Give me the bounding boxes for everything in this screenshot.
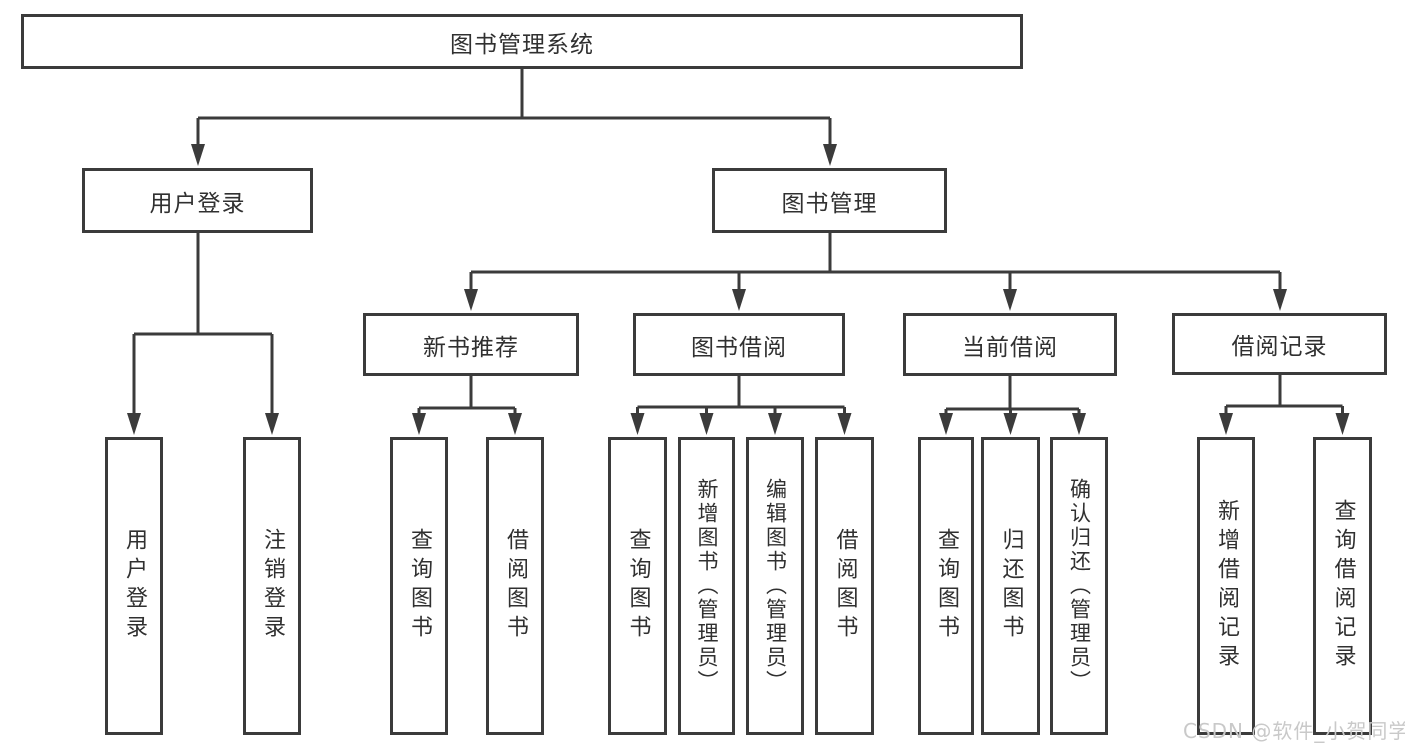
node-label: 当前借阅: [962, 334, 1058, 361]
node-book-management: 图书管理: [712, 168, 947, 233]
node-leaf-query-books-borrowing: 查询图书: [608, 437, 667, 735]
node-label: 借阅记录: [1231, 334, 1328, 360]
node-leaf-return-books: 归还图书: [981, 437, 1040, 735]
arrow-down-icon: [127, 413, 141, 435]
node-leaf-query-books-current: 查询图书: [918, 437, 974, 735]
node-label: 归还图书: [998, 528, 1024, 644]
edge-book-mgmt-split: [469, 231, 1282, 293]
node-leaf-confirm-return-admin: 确认归还（管理员）: [1050, 437, 1108, 735]
edge-records-split: [1224, 373, 1344, 417]
node-label: 图书管理系统: [450, 31, 594, 58]
arrow-down-icon: [412, 413, 426, 435]
edge-recommend-split: [417, 375, 517, 417]
node-label: 用户登录: [149, 190, 246, 217]
arrow-down-icon: [699, 413, 714, 435]
arrow-down-icon: [768, 413, 782, 435]
arrow-down-icon: [464, 289, 478, 311]
node-label: 图书管理: [781, 190, 878, 217]
edge-borrowing-split: [636, 375, 846, 417]
arrow-down-icon: [265, 413, 279, 435]
node-label: 编辑图书（管理员）: [763, 478, 788, 694]
arrow-down-icon: [1335, 413, 1350, 435]
node-leaf-query-borrow-record: 查询借阅记录: [1313, 437, 1372, 735]
node-user-login: 用户登录: [82, 168, 313, 233]
node-label: 借阅图书: [832, 528, 858, 644]
node-label: 用户登录: [122, 528, 147, 644]
arrow-down-icon: [1003, 413, 1018, 435]
arrow-down-icon: [939, 413, 953, 435]
node-label: 注销登录: [260, 528, 285, 644]
node-book-borrowing: 图书借阅: [633, 313, 845, 376]
arrow-down-icon: [837, 413, 852, 435]
edge-user-login-split: [132, 231, 274, 416]
arrow-down-icon: [191, 144, 205, 166]
node-leaf-borrow-books-recommend: 借阅图书: [486, 437, 544, 735]
node-leaf-add-borrow-record: 新增借阅记录: [1197, 437, 1255, 735]
arrow-down-icon: [823, 144, 837, 166]
node-leaf-edit-books-admin: 编辑图书（管理员）: [746, 437, 804, 735]
node-label: 图书借阅: [691, 334, 787, 361]
arrow-down-icon: [1273, 289, 1287, 311]
node-new-book-recommend: 新书推荐: [363, 313, 579, 376]
arrow-down-icon: [508, 413, 522, 435]
node-label: 查询图书: [625, 528, 651, 644]
arrow-down-icon: [1003, 289, 1017, 311]
node-leaf-borrow-books-borrowing: 借阅图书: [815, 437, 874, 735]
arrow-down-icon: [630, 413, 645, 435]
arrow-down-icon: [732, 289, 746, 311]
watermark: CSDN @软件_小贺同学: [1183, 719, 1405, 743]
arrow-down-icon: [1219, 413, 1233, 435]
node-label: 新增图书（管理员）: [695, 478, 719, 694]
node-leaf-query-books-recommend: 查询图书: [390, 437, 448, 735]
edge-root-split: [196, 67, 832, 148]
node-label: 查询借阅记录: [1330, 499, 1356, 673]
node-label: 新书推荐: [423, 334, 519, 361]
node-current-borrowing: 当前借阅: [903, 313, 1117, 376]
node-label: 确认归还（管理员）: [1067, 478, 1092, 694]
node-library-management-system: 图书管理系统: [21, 14, 1023, 69]
node-borrowing-records: 借阅记录: [1172, 313, 1387, 375]
node-leaf-add-books-admin: 新增图书（管理员）: [678, 437, 735, 735]
node-leaf-logout: 注销登录: [243, 437, 301, 735]
node-label: 新增借阅记录: [1214, 499, 1239, 673]
node-label: 查询图书: [407, 528, 432, 644]
node-label: 查询图书: [934, 528, 959, 644]
node-leaf-user-login: 用户登录: [105, 437, 163, 735]
edge-current-split: [944, 374, 1081, 417]
node-label: 借阅图书: [503, 528, 528, 644]
arrow-down-icon: [1072, 413, 1086, 435]
